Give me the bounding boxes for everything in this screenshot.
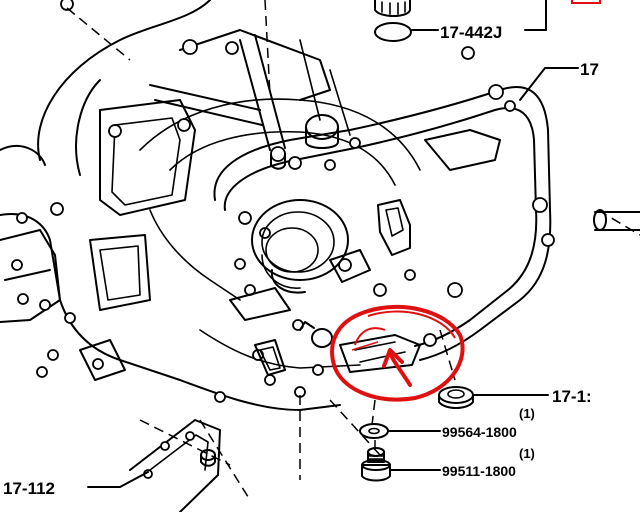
leader-lines [66, 0, 640, 501]
washer-qty: (1) [519, 406, 535, 421]
red-corner-mark [571, 0, 601, 4]
callout-17-right-label: 17-1: [552, 387, 592, 406]
callout-17-112: 17-112 [3, 471, 149, 498]
callout-99564-1800: (1) 99564-1800 [387, 406, 535, 440]
washer-part-label: 99564-1800 [442, 424, 517, 440]
release-fork-area [229, 287, 421, 376]
side-cover-plate [129, 419, 221, 512]
callout-17-top-right: 17 [519, 60, 599, 101]
callout-17-442J: 17-442J [411, 0, 547, 42]
oring-top [374, 0, 412, 42]
plug-99511 [361, 447, 391, 482]
red-markup-circle [330, 304, 465, 402]
callout-17-top-right-label: 17 [580, 60, 599, 79]
washer-99564 [359, 423, 389, 439]
plug-part-label: 99511-1800 [442, 463, 516, 479]
bolt-right-edge [593, 209, 640, 231]
drain-washer [438, 386, 474, 409]
boss-details [270, 114, 501, 283]
callout-17-112-label: 17-112 [3, 479, 55, 498]
callout-17-right: 17-1: [473, 387, 592, 406]
plug-qty: (1) [519, 446, 535, 461]
bolt-holes [11, 0, 555, 403]
input-shaft-bore [251, 199, 349, 294]
red-markup-arrow [351, 327, 412, 387]
callout-99511-1800: (1) 99511-1800 [390, 446, 535, 479]
callout-17-442J-label: 17-442J [440, 23, 502, 42]
